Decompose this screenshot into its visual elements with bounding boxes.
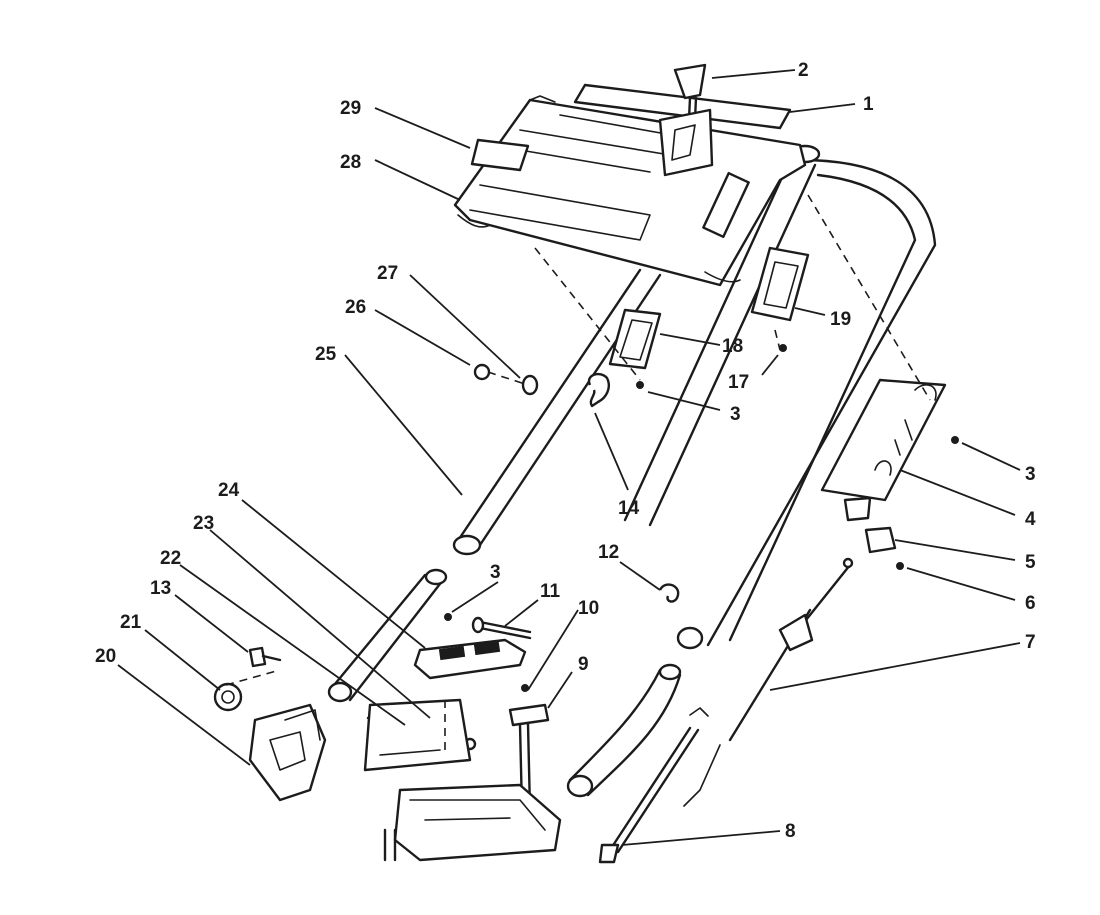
upper-handle-right-tube xyxy=(623,144,937,650)
decal-29 xyxy=(470,138,530,172)
callout-26: 26 xyxy=(345,297,366,318)
clip-5 xyxy=(864,526,897,554)
callout-3-right: 3 xyxy=(1025,464,1036,485)
callout-22: 22 xyxy=(160,548,181,569)
callout-9: 9 xyxy=(578,654,589,675)
shift-rod-8 xyxy=(598,707,709,864)
callout-18: 18 xyxy=(722,336,743,357)
callout-13: 13 xyxy=(150,578,171,599)
callout-11: 11 xyxy=(540,581,561,602)
callout-3-lower: 3 xyxy=(490,562,501,583)
bracket-24 xyxy=(413,638,527,680)
spacer-27 xyxy=(521,374,539,396)
callout-19: 19 xyxy=(830,309,851,330)
callout-29: 29 xyxy=(340,98,361,119)
bolt-26 xyxy=(473,363,491,381)
callout-8: 8 xyxy=(785,821,796,842)
callout-14: 14 xyxy=(618,498,640,519)
cable-guide-14 xyxy=(587,372,611,408)
callout-24: 24 xyxy=(218,480,240,501)
knob-21 xyxy=(213,682,243,712)
callout-20: 20 xyxy=(95,646,116,667)
control-bracket-4 xyxy=(820,378,947,522)
bracket-18 xyxy=(608,308,662,370)
lower-right-tube xyxy=(566,663,682,798)
callout-27: 27 xyxy=(377,263,398,284)
base-housing xyxy=(363,698,562,862)
bolt-11 xyxy=(471,616,532,640)
lower-left-tube xyxy=(327,568,448,703)
callout-5: 5 xyxy=(1025,552,1036,573)
cable-7 xyxy=(683,557,854,807)
decal-1 xyxy=(573,83,792,130)
callout-6: 6 xyxy=(1025,593,1036,614)
callout-21: 21 xyxy=(120,612,142,633)
gearbox-20 xyxy=(248,703,327,802)
callout-1: 1 xyxy=(863,94,874,115)
callout-23: 23 xyxy=(193,513,214,534)
callout-4: 4 xyxy=(1025,509,1036,530)
callout-17: 17 xyxy=(728,372,749,393)
callout-28: 28 xyxy=(340,152,361,173)
leader-lines xyxy=(117,69,1021,846)
bracket-19 xyxy=(750,246,810,322)
callout-12: 12 xyxy=(598,542,619,563)
callout-2: 2 xyxy=(798,60,809,81)
callout-25: 25 xyxy=(315,344,337,365)
bolt-13 xyxy=(248,646,282,668)
callout-10: 10 xyxy=(578,598,599,619)
callout-7: 7 xyxy=(1025,632,1036,653)
fastener-12 xyxy=(658,583,680,603)
callout-labels: 2 1 29 28 27 26 25 18 19 17 3 14 3 4 5 6… xyxy=(95,60,1036,842)
callout-3-upper: 3 xyxy=(730,404,741,425)
shift-lever xyxy=(658,63,714,177)
